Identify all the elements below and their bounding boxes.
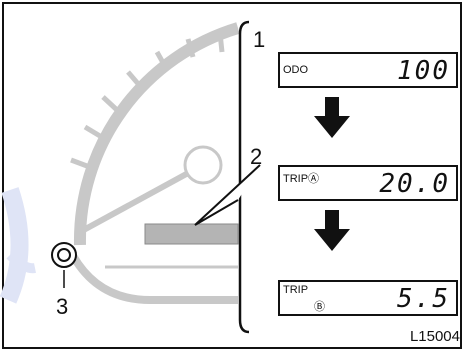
figure-id: L15004	[409, 328, 460, 345]
odo-label: ODO	[283, 64, 309, 76]
trip-reset-knob-center	[57, 248, 71, 262]
odometer-display-window	[144, 223, 239, 245]
callout-2: 2	[250, 144, 263, 169]
speedometer-tick-marks	[70, 32, 225, 169]
trip-a-value: 20.0	[379, 169, 450, 199]
watermark-stroke	[0, 187, 29, 304]
trip-a-display: TRIPⒶ 20.0	[278, 165, 458, 201]
speedometer-bezel-lower	[66, 248, 238, 304]
trip-b-value: 5.5	[397, 284, 450, 314]
odo-display: ODO 100	[278, 52, 458, 88]
down-arrow-2	[314, 210, 350, 251]
watermark-stroke-small	[6, 251, 36, 274]
speedometer-outer-arc	[73, 22, 240, 246]
callout-2-pointer	[194, 164, 261, 226]
down-arrow-1	[314, 97, 350, 138]
trip-b-sub-label: Ⓑ	[314, 301, 325, 313]
trip-b-label: TRIP	[283, 284, 309, 296]
needle-hub	[183, 145, 223, 185]
trip-b-display: TRIP Ⓑ 5.5	[278, 280, 458, 316]
display-bracket	[238, 20, 250, 334]
callout-3: 3	[56, 294, 69, 319]
odo-value: 100	[397, 56, 450, 86]
speedometer-needle	[78, 169, 192, 235]
callout-1: 1	[253, 27, 266, 52]
trip-a-label: TRIPⒶ	[283, 173, 320, 185]
